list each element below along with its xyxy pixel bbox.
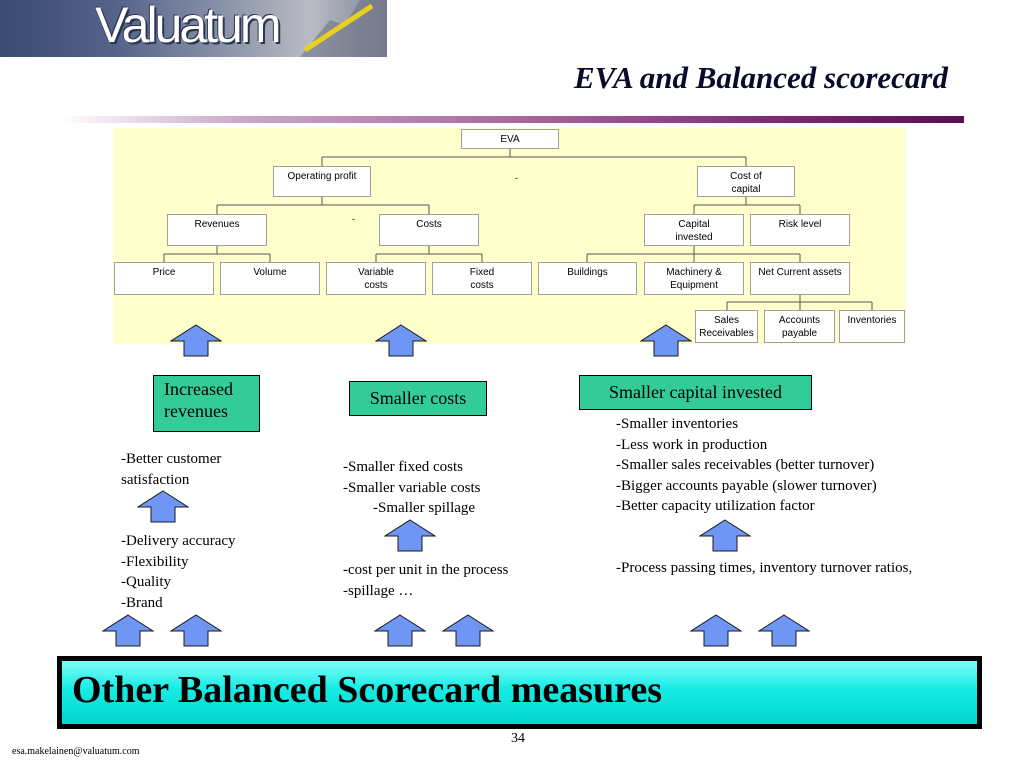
- node-buildings: Buildings: [538, 262, 637, 295]
- up-arrow-icon: [137, 490, 189, 523]
- up-arrow-icon: [374, 614, 426, 647]
- node-eva: EVA: [461, 129, 559, 149]
- box-increased-revenues: Increased revenues: [153, 375, 260, 432]
- node-sales-receivables: Sales Receivables: [695, 310, 758, 343]
- node-capital-invested: Capital invested: [644, 214, 744, 246]
- node-operating-profit: Operating profit: [273, 166, 371, 197]
- node-risk-level: Risk level: [750, 214, 850, 246]
- node-net-current-assets: Net Current assets: [750, 262, 850, 295]
- revenue-measures-text: -Delivery accuracy -Flexibility -Quality…: [121, 533, 236, 611]
- logo-figure-graphic: [300, 0, 387, 57]
- node-cost-of-capital: Cost of capital: [697, 166, 795, 197]
- cost-measures-text: -cost per unit in the process -spillage …: [343, 562, 509, 599]
- up-arrow-icon: [170, 324, 222, 357]
- box-smaller-capital-invested: Smaller capital invested: [579, 375, 812, 410]
- node-price: Price: [114, 262, 214, 295]
- node-accounts-payable: Accounts payable: [764, 310, 835, 343]
- banner-text: Other Balanced Scorecard measures: [72, 669, 662, 711]
- node-revenues: Revenues: [167, 214, 267, 246]
- node-costs: Costs: [379, 214, 479, 246]
- node-volume: Volume: [220, 262, 320, 295]
- up-arrow-icon: [442, 614, 494, 647]
- balanced-scorecard-banner: Other Balanced Scorecard measures: [57, 656, 982, 729]
- node-variable-costs: Variable costs: [326, 262, 426, 295]
- minus-sign: -: [515, 173, 518, 183]
- node-inventories: Inventories: [839, 310, 905, 343]
- revenue-drivers-text: -Better customer satisfaction: [121, 451, 222, 488]
- banner-panel: Other Balanced Scorecard measures: [62, 661, 977, 724]
- capital-measures-text: -Process passing times, inventory turnov…: [616, 560, 913, 576]
- logo-text: Valuatum: [95, 0, 282, 53]
- footer-email: esa.makelainen@valuatum.com: [12, 746, 140, 757]
- up-arrow-icon: [170, 614, 222, 647]
- page-number: 34: [511, 731, 525, 746]
- up-arrow-icon: [102, 614, 154, 647]
- valuatum-logo: Valuatum: [0, 0, 387, 57]
- minus-sign: -: [352, 214, 355, 224]
- capital-drivers-text: -Smaller inventories -Less work in produ…: [616, 416, 877, 514]
- cost-drivers-text: -Smaller fixed costs -Smaller variable c…: [343, 459, 481, 516]
- node-fixed-costs: Fixed costs: [432, 262, 532, 295]
- up-arrow-icon: [699, 519, 751, 552]
- up-arrow-icon: [758, 614, 810, 647]
- node-machinery-equipment: Machinery & Equipment: [644, 262, 744, 295]
- up-arrow-icon: [640, 324, 692, 357]
- slide-title: EVA and Balanced scorecard: [573, 60, 948, 95]
- up-arrow-icon: [384, 519, 436, 552]
- up-arrow-icon: [375, 324, 427, 357]
- up-arrow-icon: [690, 614, 742, 647]
- box-smaller-costs: Smaller costs: [349, 381, 487, 416]
- title-divider: [60, 116, 964, 123]
